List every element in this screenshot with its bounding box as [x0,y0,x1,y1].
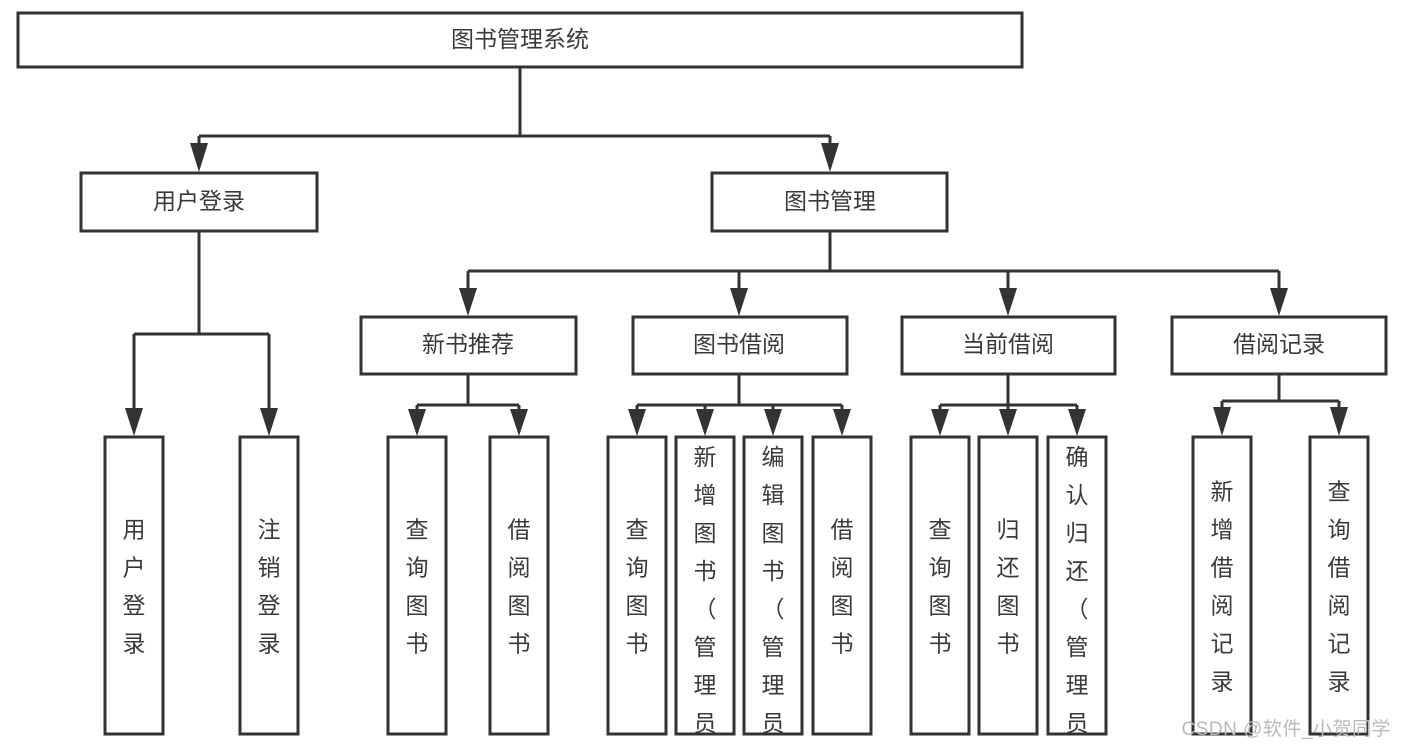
arrow-to-leaf-return-book [999,409,1017,436]
leaf-confirm-return-box[interactable] [1046,435,1108,736]
node-current-borrow-label: 当前借阅 [962,331,1054,357]
node-book-borrow[interactable]: 图书借阅 [631,315,849,376]
leaf-query-book-2-box[interactable] [606,435,668,736]
leaf-add-book[interactable]: 新增图书（管理员） [674,435,736,747]
leaf-edit-book-box[interactable] [742,435,804,736]
node-book-borrow-box[interactable] [631,315,849,376]
leaf-query-book-2[interactable]: 查询图书 [606,435,668,736]
leaf-query-book-1-box[interactable] [386,435,448,736]
leaf-query-record-box[interactable] [1308,435,1370,736]
leaf-edit-book-label: 编辑图书（管理员） [762,444,785,747]
leaf-query-book-1-label: 查询图书 [406,517,429,657]
arrow-to-leaf-confirm-return [1068,409,1086,436]
arrow-to-current-borrow [999,288,1017,316]
arrow-to-leaf-add-book [696,409,714,436]
node-borrow-record-box[interactable] [1170,315,1388,376]
leaf-borrow-book-1[interactable]: 借阅图书 [488,435,550,736]
leaf-add-record[interactable]: 新增借阅记录 [1191,435,1253,736]
leaf-borrow-book-2-label: 借阅图书 [831,517,854,657]
leaf-add-book-box[interactable] [674,435,736,736]
connector-layer [125,67,1348,436]
arrow-to-leaf-user-login [125,408,143,436]
node-root-box[interactable] [16,11,1024,69]
arrow-to-leaf-query-book-3 [931,409,949,436]
node-new-book-recommend-label: 新书推荐 [422,331,514,357]
leaf-borrow-book-1-box[interactable] [488,435,550,736]
node-new-book-recommend[interactable]: 新书推荐 [359,315,578,376]
arrow-to-new-book-recommend [459,288,477,316]
leaf-edit-book[interactable]: 编辑图书（管理员） [742,435,804,747]
leaf-add-book-label: 新增图书（管理员） [694,444,717,747]
node-new-book-recommend-box[interactable] [359,315,578,376]
arrow-to-borrow-record [1270,288,1288,316]
node-book-manage-label: 图书管理 [784,188,876,214]
node-user-login-box[interactable] [79,171,319,233]
leaf-user-login-box[interactable] [103,435,165,736]
node-book-manage[interactable]: 图书管理 [710,171,949,233]
leaf-user-login[interactable]: 用户登录 [103,435,165,736]
leaf-confirm-return-label: 确认归还（管理员） [1066,444,1089,747]
leaf-borrow-book-2[interactable]: 借阅图书 [811,435,873,736]
leaf-return-book-label: 归还图书 [997,517,1020,657]
node-borrow-record[interactable]: 借阅记录 [1170,315,1388,376]
leaf-query-book-2-label: 查询图书 [626,517,649,657]
leaf-add-record-label: 新增借阅记录 [1211,479,1234,695]
arrow-to-book-manage [821,143,839,172]
arrow-to-leaf-logout-login [260,408,278,436]
node-current-borrow[interactable]: 当前借阅 [900,315,1117,376]
node-book-borrow-label: 图书借阅 [693,331,785,357]
leaf-query-book-3[interactable]: 查询图书 [909,435,971,736]
leaf-query-book-3-box[interactable] [909,435,971,736]
node-root[interactable]: 图书管理系统 [16,11,1024,69]
node-book-manage-box[interactable] [710,171,949,233]
leaf-borrow-book-2-box[interactable] [811,435,873,736]
arrow-to-leaf-query-book-2 [628,409,646,436]
arrow-to-leaf-query-book-1 [408,409,426,436]
arrow-to-leaf-add-record [1213,407,1231,436]
leaf-user-login-label: 用户登录 [123,517,146,657]
leaf-return-book[interactable]: 归还图书 [977,435,1039,736]
arrow-to-leaf-borrow-book-1 [510,409,528,436]
leaf-query-book-1[interactable]: 查询图书 [386,435,448,736]
arrow-to-book-borrow [730,288,748,316]
leaf-query-book-3-label: 查询图书 [929,517,952,657]
node-borrow-record-label: 借阅记录 [1233,331,1325,357]
arrow-to-leaf-borrow-book-2 [833,409,851,436]
leaf-confirm-return[interactable]: 确认归还（管理员） [1046,435,1108,747]
leaf-borrow-book-1-label: 借阅图书 [508,517,531,657]
leaf-add-record-box[interactable] [1191,435,1253,736]
leaf-return-book-box[interactable] [977,435,1039,736]
leaf-logout-login-box[interactable] [238,435,300,736]
node-user-login[interactable]: 用户登录 [79,171,319,233]
node-user-login-label: 用户登录 [153,188,245,214]
leaf-logout-login[interactable]: 注销登录 [238,435,300,736]
arrow-to-leaf-edit-book [764,409,782,436]
node-root-label: 图书管理系统 [451,26,589,52]
leaf-query-record[interactable]: 查询借阅记录 [1308,435,1370,736]
leaf-query-record-label: 查询借阅记录 [1328,479,1351,695]
leaf-logout-login-label: 注销登录 [258,517,281,657]
arrow-to-leaf-query-record [1330,407,1348,436]
arrow-to-user-login [190,143,208,172]
node-current-borrow-box[interactable] [900,315,1117,376]
